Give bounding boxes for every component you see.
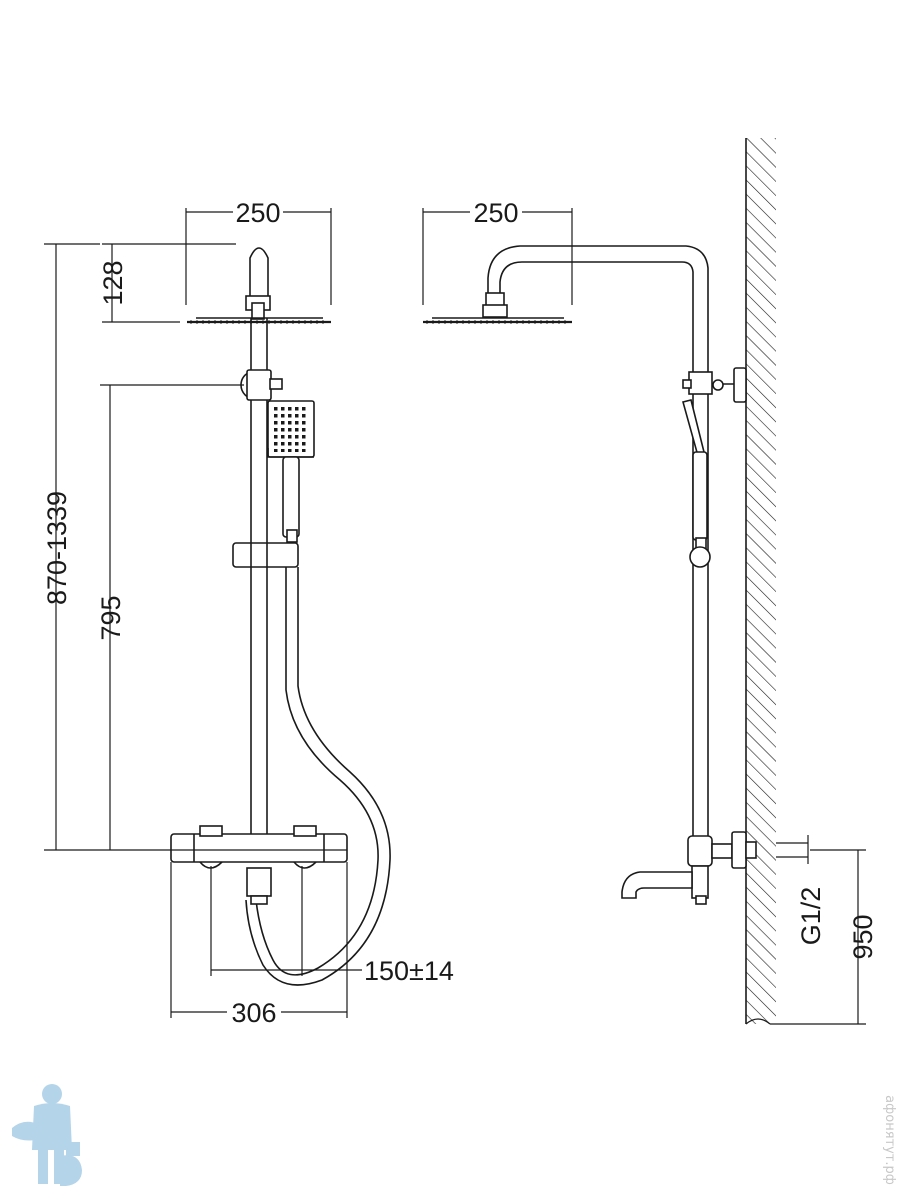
watermark-text: афонятут.рф xyxy=(882,1095,897,1185)
dim-center-distance: 150±14 xyxy=(210,866,454,986)
side-top-bracket xyxy=(682,367,747,403)
front-overhead-shower xyxy=(187,247,331,324)
dim-inlet-thread-label: G1/2 xyxy=(796,887,826,946)
side-hand-shower xyxy=(682,399,711,568)
side-view: 250 G1/2 950 xyxy=(422,138,878,1025)
front-mixer xyxy=(170,825,348,905)
front-slider xyxy=(232,542,299,568)
dim-outlet-height: 950 xyxy=(770,849,878,1025)
side-overhead-shower xyxy=(423,292,572,324)
dim-top-height: 128 xyxy=(98,243,236,323)
dim-total-height: 870-1339 xyxy=(42,243,171,851)
front-hose xyxy=(245,567,391,986)
dim-outlet-height-label: 950 xyxy=(848,914,878,959)
side-mixer xyxy=(621,831,757,905)
dim-side-head-width-label: 250 xyxy=(473,198,518,228)
wall xyxy=(745,138,776,1025)
dim-holder-height-label: 795 xyxy=(96,595,126,640)
mascot-logo xyxy=(12,1084,82,1186)
side-shower-arm xyxy=(487,245,709,836)
dim-top-height-label: 128 xyxy=(98,260,128,305)
dim-total-height-label: 870-1339 xyxy=(42,491,72,605)
dim-front-head-width-label: 250 xyxy=(235,198,280,228)
front-rail-bracket xyxy=(240,369,283,401)
watermark-site: афонятут.рф xyxy=(882,1095,897,1185)
dim-center-distance-label: 150±14 xyxy=(364,956,454,986)
dim-inlet-thread: G1/2 xyxy=(776,835,826,945)
dim-front-head-width: 250 xyxy=(185,198,332,305)
front-view: 250 128 870-1339 795 150±14 xyxy=(42,198,454,1028)
dim-mixer-width: 306 xyxy=(170,862,348,1028)
dim-holder-height: 795 xyxy=(96,384,244,850)
front-hand-shower xyxy=(267,400,315,543)
dim-side-head-width: 250 xyxy=(422,198,573,305)
front-rail xyxy=(250,318,268,835)
dim-mixer-width-label: 306 xyxy=(231,998,276,1028)
